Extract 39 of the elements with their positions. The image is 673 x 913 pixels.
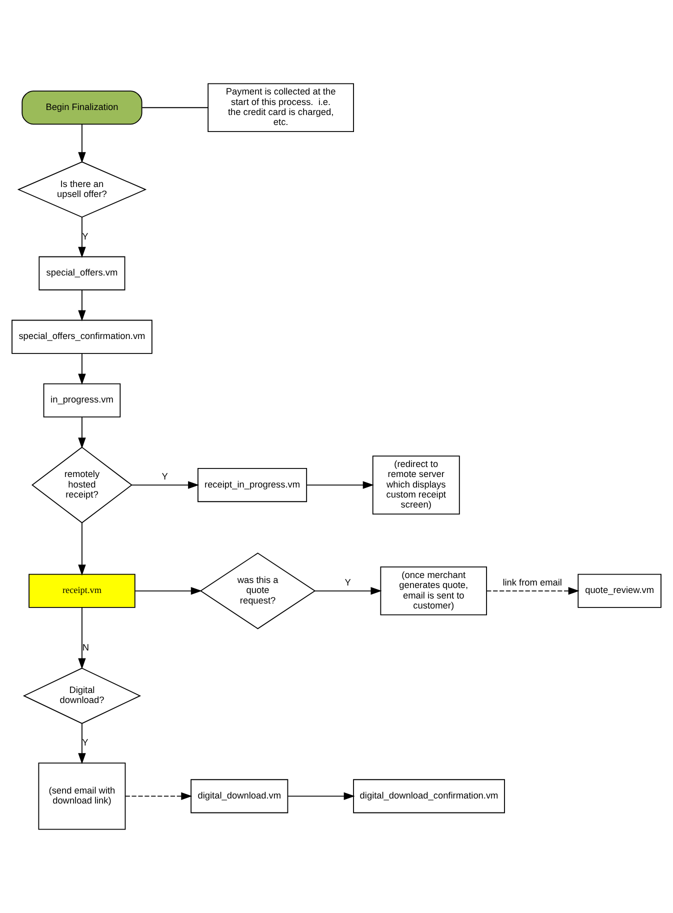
arrow [78,723,86,764]
edge-label: N [82,642,89,653]
node-box: digital_download_confirmation.vm [353,779,505,814]
node-box: (redirect to remote server which displays custom receipt screen) [372,456,460,514]
node-box: Begin Finalization [22,90,142,125]
edge-label: Y [344,577,351,588]
node-box: quote_review.vm [578,574,662,608]
node-box: (once merchant generates quote, email is sent to customer) [380,566,487,616]
edge-label: Y [82,231,88,242]
node-diamond: was this a quote request? [200,552,316,630]
edge-label: link from email [502,577,562,588]
node-box: Payment is collected at the start of this process. i.e. the credit card is charged, etc. [208,83,354,132]
node-box: in_progress.vm [43,383,121,418]
edge-label: Y [82,738,88,748]
arrow [306,481,374,489]
arrow [486,587,580,595]
node-box: special_offers_confirmation.vm [12,320,152,354]
arrow [78,353,86,385]
node-box: digital_download.vm [190,779,288,814]
arrow [78,124,86,164]
arrow [78,290,86,322]
arrow [78,607,86,670]
arrow [314,587,382,595]
node-box: receipt.vm [28,574,136,608]
node-diamond: Digital download? [22,668,142,724]
node-box: special_offers.vm [38,256,126,290]
arrow [78,522,86,576]
node-box: receipt_in_progress.vm [198,468,308,502]
node-diamond: Is there an upsell offer? [17,161,147,218]
node-box: (send email with download link) [38,762,126,830]
edge-label: Y [162,472,168,482]
arrow [78,416,86,449]
arrow [78,216,86,258]
arrow [287,792,355,800]
connector [142,107,208,108]
arrow [124,792,192,800]
arrow [131,481,200,489]
node-diamond: remotely hosted receipt? [32,446,132,524]
arrow [134,587,202,595]
